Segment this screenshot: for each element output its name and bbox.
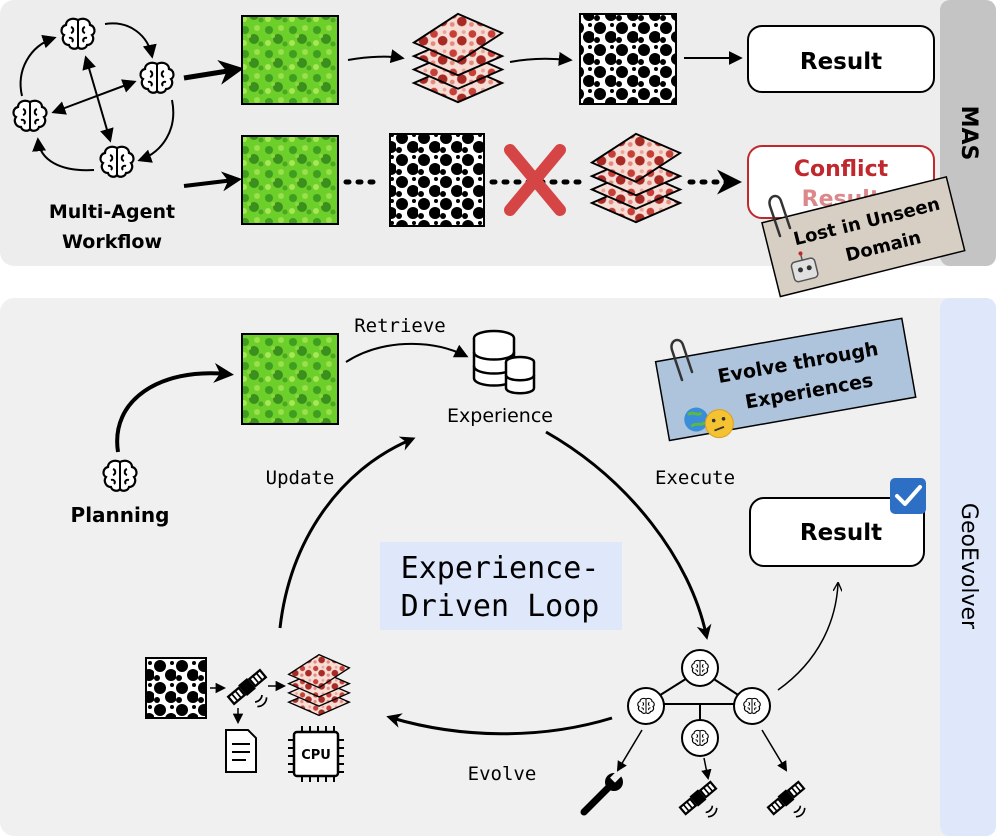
agent-brain-icon (99, 145, 135, 178)
evolve-label: Evolve (468, 763, 537, 785)
agent-brain-icon (139, 61, 175, 94)
document-icon (225, 729, 257, 773)
geoevolver-result-label: Result (800, 520, 882, 546)
agent-brain-icon (12, 99, 48, 132)
mask-map-image (389, 133, 485, 227)
mask-map-image (145, 657, 207, 719)
wrench-icon (580, 771, 623, 816)
green-map-image (241, 333, 339, 425)
retrieve-label: Retrieve (354, 315, 446, 337)
planning-label: Planning (71, 503, 170, 527)
mas-result-label: Result (800, 49, 882, 75)
update-label: Update (266, 467, 335, 489)
execute-label: Execute (655, 467, 735, 489)
green-map-image (241, 135, 339, 225)
agent-brain-icon (637, 697, 655, 714)
paperclip-icon (670, 338, 694, 382)
agent-brain-icon (60, 17, 96, 50)
paperclip-icon (768, 194, 792, 238)
loop-highlight (380, 542, 622, 630)
green-map-image (241, 15, 339, 105)
agent-brain-icon (743, 697, 761, 714)
robot-icon (790, 251, 819, 283)
workflow-label-line-2: Workflow (62, 231, 162, 253)
mas-result-box (747, 25, 935, 93)
loop-label-line-1: Experience- (401, 551, 600, 586)
experience-label: Experience (447, 405, 553, 427)
multi-agent-cycle (12, 17, 175, 178)
database-icon (472, 329, 536, 395)
evolve-note: Evolve through Experiences (654, 317, 917, 442)
check-icon (890, 478, 926, 514)
mas-side-label: MAS (956, 106, 981, 161)
thinking-face-icon (684, 407, 734, 439)
agent-brain-icon (691, 659, 709, 676)
geoevolver-side-label: GeoEvolver (956, 503, 981, 630)
workflow-label-line-1: Multi-Agent (49, 201, 175, 223)
mask-map-image (579, 13, 677, 105)
cpu-icon: CPU (288, 726, 344, 782)
geoevolver-side-band (940, 298, 996, 836)
geoevolver-result-box (749, 497, 925, 567)
conflict-cross-icon (504, 144, 566, 216)
conflict-label-line-1: Conflict (794, 157, 889, 182)
cpu-label: CPU (301, 748, 331, 763)
agent-network (616, 649, 788, 781)
agent-brain-icon (691, 729, 709, 746)
mas-side-band (940, 0, 996, 266)
loop-label-line-2: Driven Loop (401, 589, 600, 624)
planning-brain-icon (102, 459, 138, 492)
